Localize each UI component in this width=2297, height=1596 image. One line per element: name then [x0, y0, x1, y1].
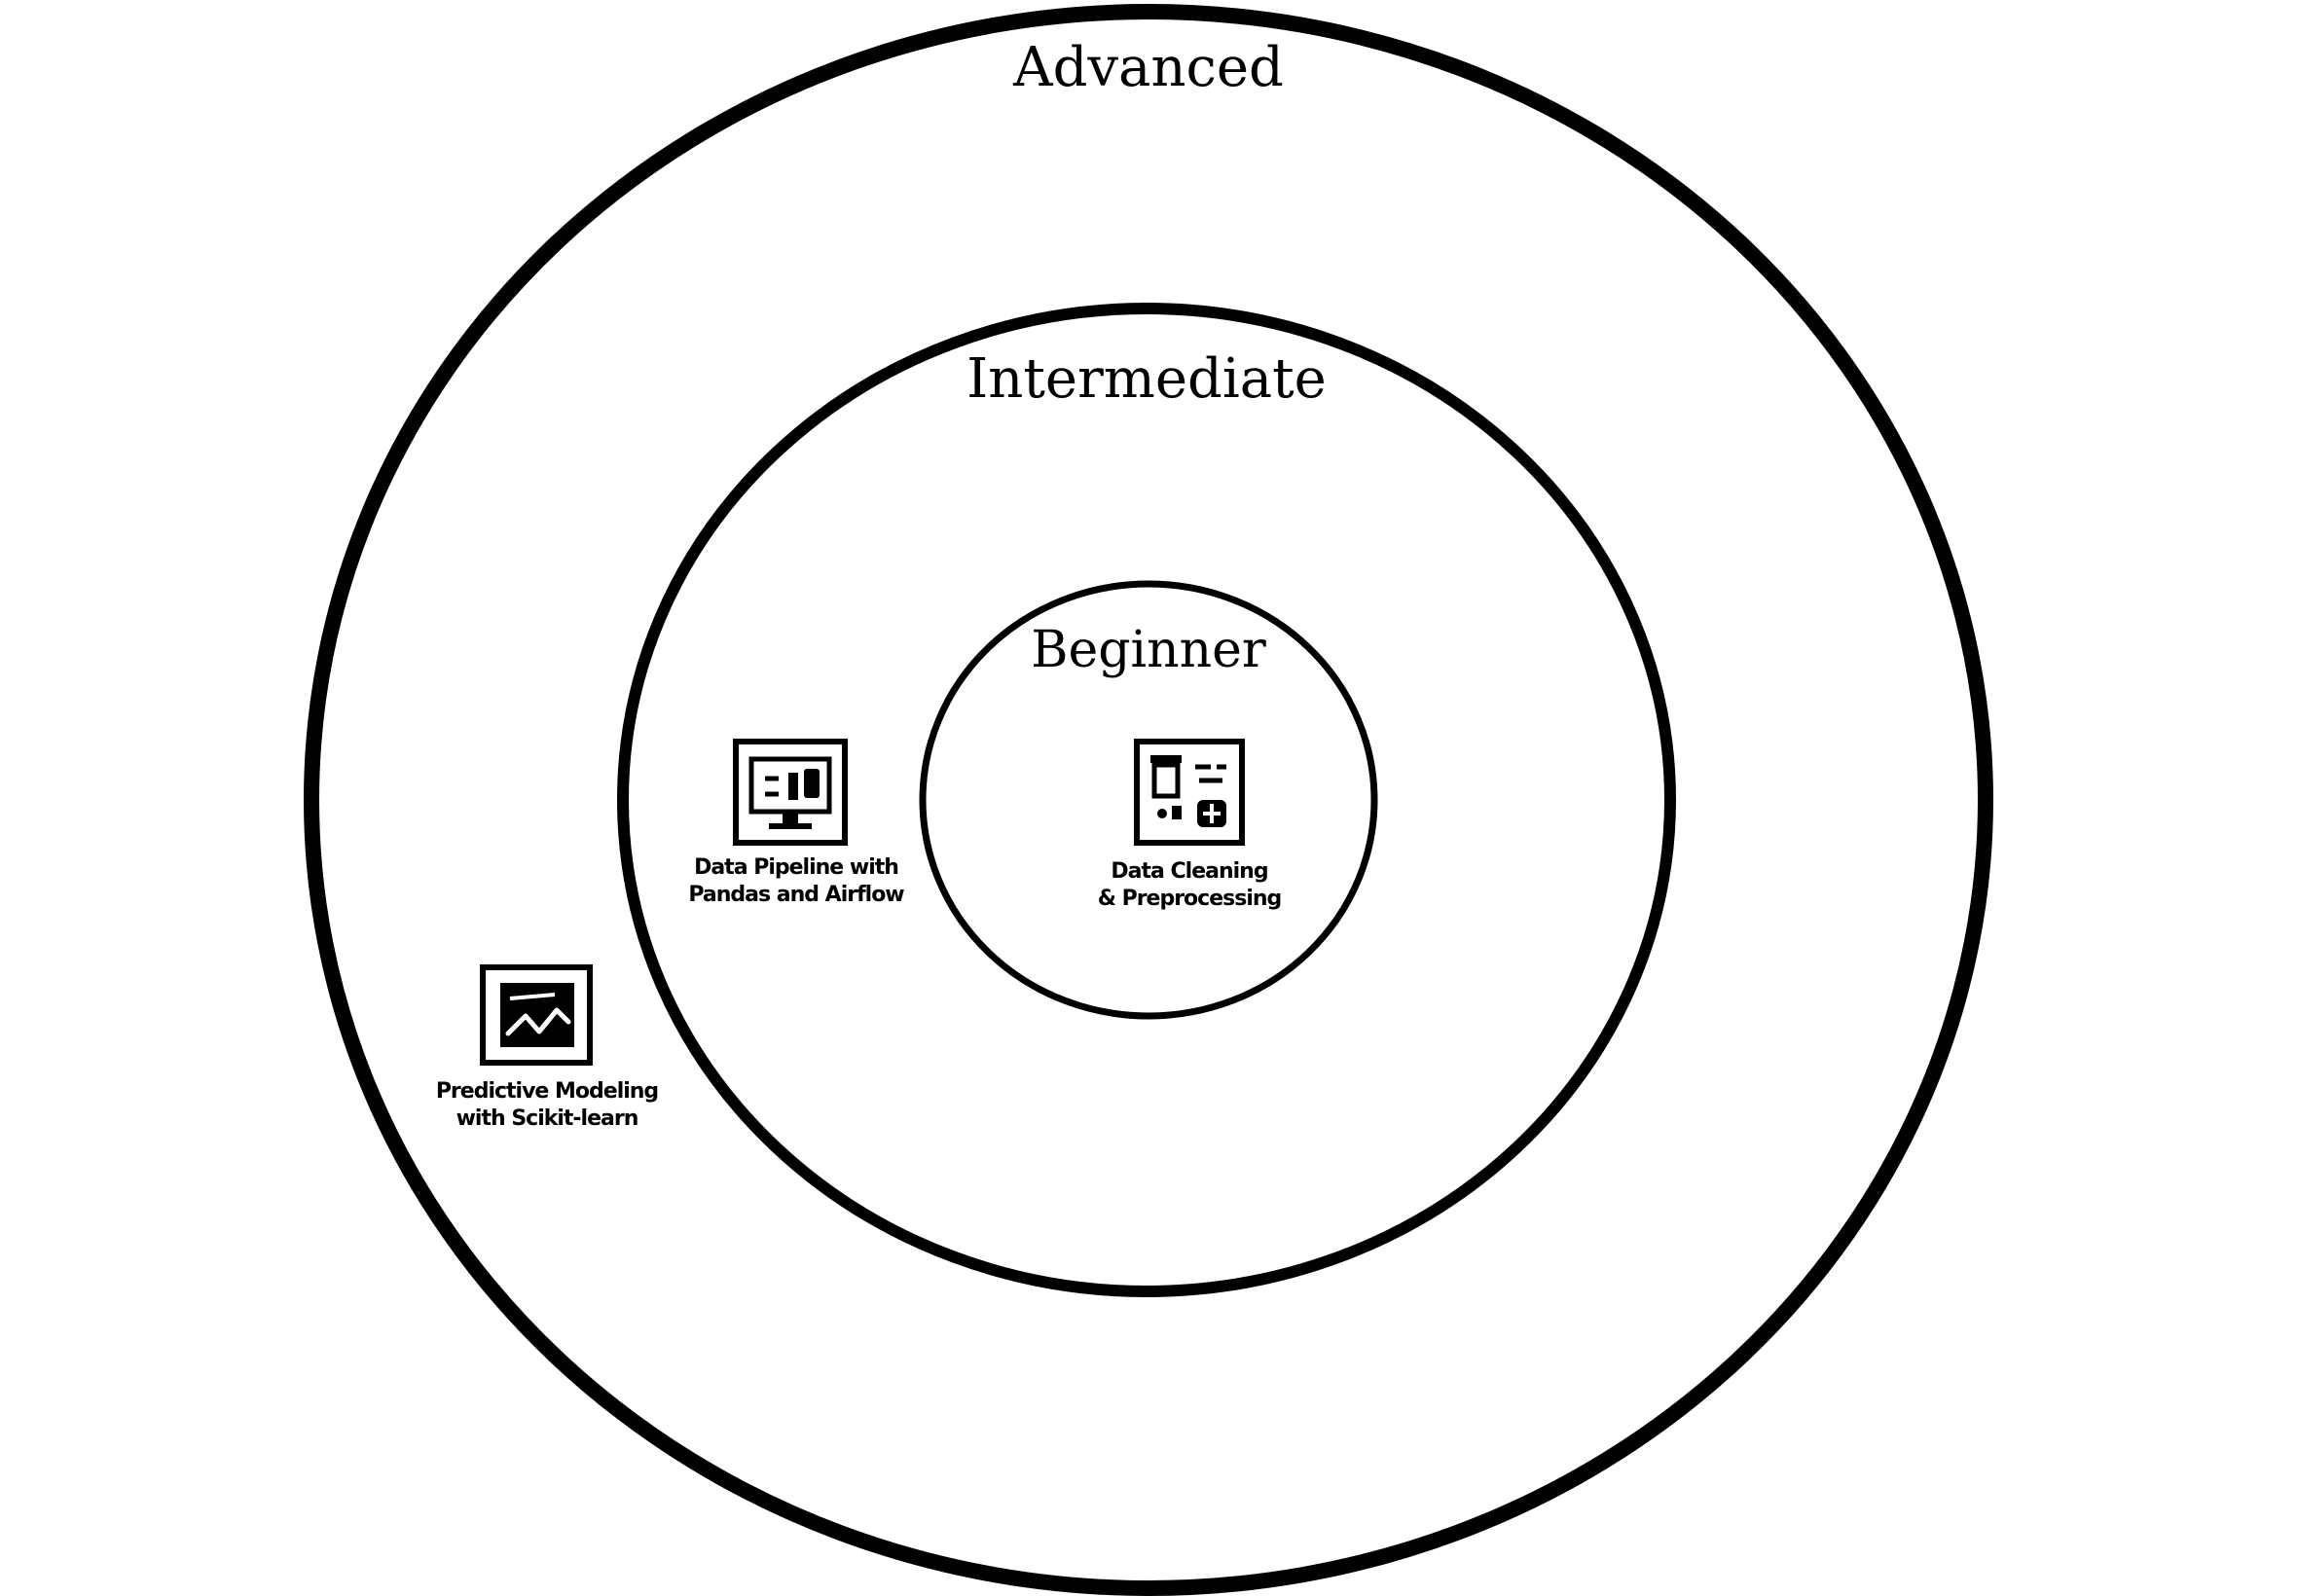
item-predictive-modeling: Predictive Modeling with Scikit-learn: [436, 964, 659, 1131]
item-label-line: & Preprocessing: [1098, 887, 1282, 911]
ring-intermediate: Intermediate: [617, 303, 1676, 1297]
ring-label-beginner: Beginner: [1031, 621, 1266, 679]
ring-beginner: Beginner: [919, 580, 1378, 1020]
ring-label-intermediate: Intermediate: [966, 347, 1327, 411]
item-label-line: Predictive Modeling: [436, 1079, 658, 1104]
item-label-line: Pandas and Airflow: [688, 883, 904, 907]
dashboard-board-icon: [1134, 739, 1245, 846]
item-label-line: Data Pipeline with: [694, 855, 898, 880]
ring-label-advanced: Advanced: [1012, 36, 1284, 99]
item-label-line: Data Cleaning: [1111, 859, 1267, 884]
item-data-pipeline: Data Pipeline with Pandas and Airflow: [688, 739, 905, 907]
ring-advanced: Advanced: [304, 4, 1993, 1596]
item-data-cleaning: Data Cleaning & Preprocessing: [1098, 739, 1282, 911]
item-label-line: with Scikit-learn: [456, 1106, 638, 1131]
computer-monitor-icon: [733, 739, 848, 846]
line-chart-icon: [480, 964, 593, 1066]
